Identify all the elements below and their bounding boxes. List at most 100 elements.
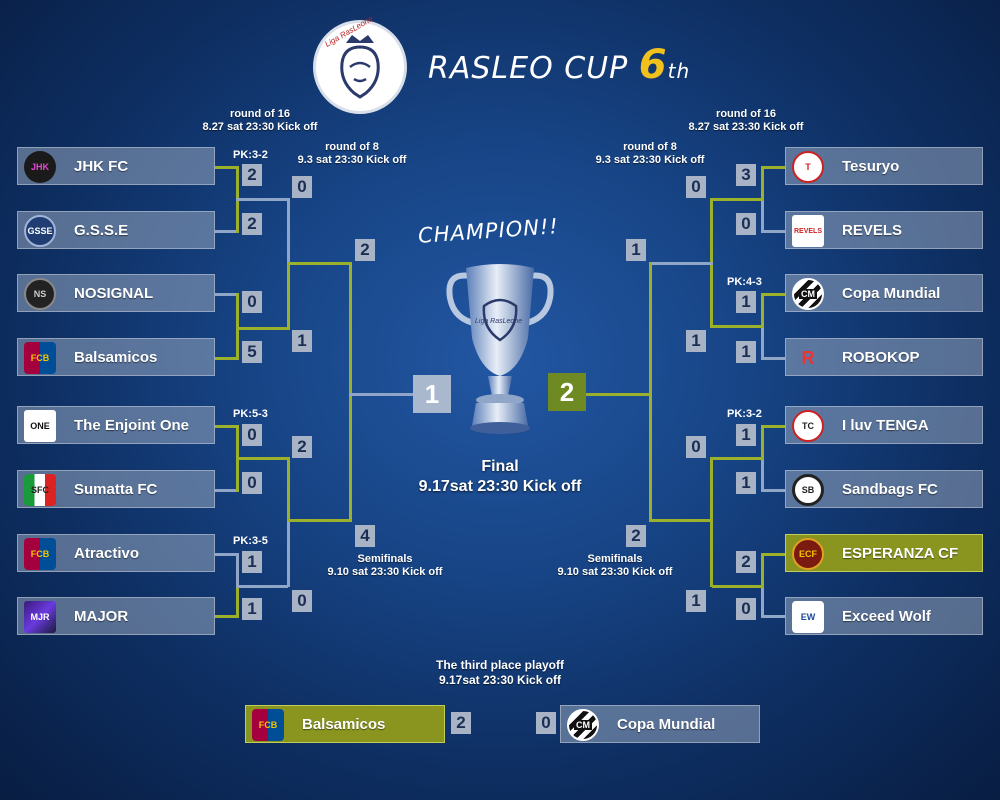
left-r8-label-text: round of 8 [325,141,379,153]
team-revels[interactable]: REVELS REVELS [785,211,983,249]
team-name: Balsamicos [74,349,158,366]
team-gsse[interactable]: GSSE G.S.S.E [17,211,215,249]
team-jhk-fc[interactable]: JHK JHK FC [17,147,215,185]
left-r16-time: 8.27 sat 23:30 Kick off [202,121,318,133]
bracket-line [712,325,764,328]
pk-result: PK:3-2 [233,149,268,161]
bracket-line [236,327,288,330]
third-place-label: The third place playoff 9.17sat 23:30 Ki… [400,658,600,688]
pk-result: PK:3-2 [727,408,762,420]
major-logo-text: MJR [30,612,50,622]
bracket-line [287,457,290,521]
right-sf-label-text: Semifinals [587,553,643,565]
team-balsamicos[interactable]: FCB Balsamicos [17,338,215,376]
right-r8-label-text: round of 8 [623,141,677,153]
team-major[interactable]: MJR MAJOR [17,597,215,635]
bracket-line [761,553,764,587]
gsse-logo: GSSE [24,215,56,247]
bracket-line [236,585,288,588]
bracket-line [215,553,238,556]
team-tesuryo[interactable]: T Tesuryo [785,147,983,185]
final-score-left: 1 [413,375,451,413]
score-r8: 1 [292,330,312,352]
team-robokop[interactable]: R ROBOKOP [785,338,983,376]
score-r8: 0 [686,176,706,198]
score-r16: 2 [736,551,756,573]
right-r16-label-text: round of 16 [716,108,776,120]
bracket-line [762,293,785,296]
tenga-logo: TC [792,410,824,442]
team-name: Exceed Wolf [842,608,931,625]
bracket-line [761,293,764,327]
sandbags-logo-text: SB [801,485,815,495]
team-sandbags-fc[interactable]: SB Sandbags FC [785,470,983,508]
team-copa-mundial[interactable]: CM Copa Mundial [785,274,983,312]
atractivo-logo-text: FCB [30,549,50,559]
bracket-line [349,393,415,396]
third-place-score-right: 0 [536,712,556,734]
team-name: Copa Mundial [617,716,716,733]
third-place-time: 9.17sat 23:30 Kick off [438,673,562,687]
bracket-line [761,425,764,459]
score-r16: 5 [242,341,262,363]
team-i-luv-tenga[interactable]: TC I luv TENGA [785,406,983,444]
enjoint-logo-text: ONE [30,421,50,431]
team-name: ROBOKOP [842,349,920,366]
score-r16: 1 [242,598,262,620]
exceed-logo-text: EW [800,612,816,622]
bracket-line [762,425,785,428]
third-place-team-balsamicos[interactable]: FCB Balsamicos [245,705,445,743]
team-nosignal[interactable]: NS NOSIGNAL [17,274,215,312]
bracket-line [761,198,764,233]
bracket-line [215,166,238,169]
balsamicos-logo: FCB [252,709,284,741]
team-the-enjoint-one[interactable]: ONE The Enjoint One [17,406,215,444]
major-logo: MJR [24,601,56,633]
score-r16: 0 [242,424,262,446]
score-r16: 2 [242,213,262,235]
team-name: Sumatta FC [74,481,158,498]
sumatta-logo-text: SFC [31,485,49,495]
team-atractivo[interactable]: FCB Atractivo [17,534,215,572]
third-place-team-copa-mundial[interactable]: CM Copa Mundial [560,705,760,743]
edition-number: 6 [638,42,668,88]
bracket-line [712,585,764,588]
gsse-logo-text: GSSE [27,226,53,236]
team-name: Copa Mundial [842,285,941,302]
copa-mundial-logo: CM [792,278,824,310]
bracket-line [215,615,238,618]
trophy-engraving: Liga RasLeone [475,318,523,325]
bracket-line [649,262,652,522]
revels-logo: REVELS [792,215,824,247]
final-label-text: Final [481,458,519,475]
third-place-label-text: The third place playoff [435,658,564,672]
robokop-logo-text: R [801,347,815,368]
tenga-logo-text: TC [802,421,814,431]
bracket-line [236,553,239,587]
balsamicos-logo-text: FCB [30,353,50,363]
bracket-line [287,519,290,587]
balsamicos-logo: FCB [24,342,56,374]
nosignal-logo-text: NS [33,289,47,299]
bracket-line [649,519,713,522]
left-r16-label-text: round of 16 [230,108,290,120]
left-sf-label-text: Semifinals [357,553,413,565]
esperanza-logo: ECF [792,538,824,570]
nosignal-logo: NS [24,278,56,310]
team-sumatta-fc[interactable]: SFC Sumatta FC [17,470,215,508]
score-r16: 1 [736,424,756,446]
final-score-right: 2 [548,373,586,411]
bracket-line [762,166,785,169]
bracket-line [349,262,352,522]
team-exceed-wolf[interactable]: EW Exceed Wolf [785,597,983,635]
bracket-line [215,357,238,360]
edition-suffix: th [667,59,691,83]
bracket-line [287,198,290,264]
robokop-logo: R [792,342,824,374]
bracket-line [761,325,764,360]
team-esperanza-cf[interactable]: ECF ESPERANZA CF [785,534,983,572]
